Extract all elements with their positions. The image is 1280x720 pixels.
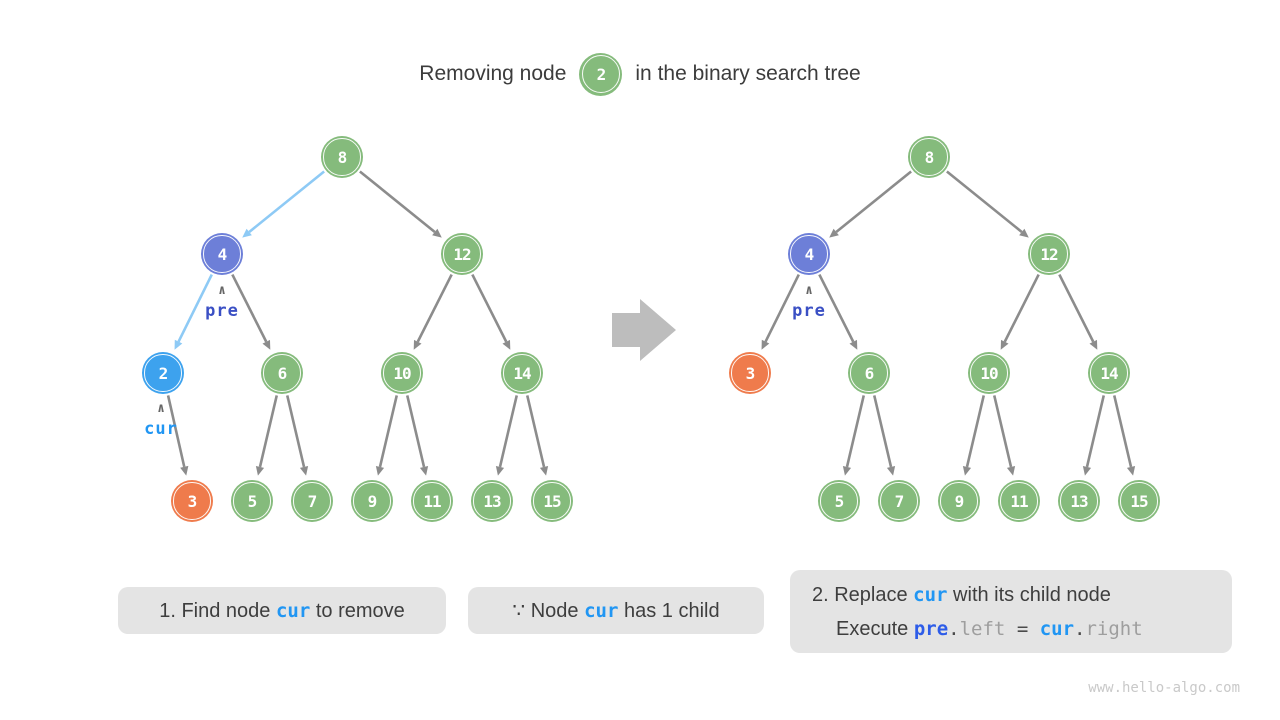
tree-before-edge-4-2: [177, 274, 213, 343]
arrowhead-icon: [1006, 465, 1016, 476]
tree-after-edge-8-12: [946, 170, 1023, 234]
caption-segment: pre: [913, 617, 949, 640]
caption-segment: .: [1074, 617, 1086, 640]
tree-before-edge-14-15: [525, 395, 546, 468]
caption-segment: Execute: [836, 617, 914, 640]
tree-before-edge-6-5: [258, 395, 279, 468]
caption-segment: cur: [1039, 617, 1075, 640]
tree-after-edge-6-7: [872, 395, 893, 468]
caption-3-line-2: Execute pre.left = cur.right: [836, 612, 1143, 646]
tree-after-edge-12-14: [1058, 273, 1095, 343]
title-node-badge: 2: [579, 52, 623, 96]
caption-box-2: ∵ Node cur has 1 child: [468, 587, 764, 634]
arrowhead-icon: [242, 228, 252, 238]
arrowhead-icon: [1019, 228, 1029, 238]
tree-after-edge-6-5: [845, 395, 866, 468]
caption-segment: cur: [913, 583, 948, 606]
tree-before-edge-2-3: [166, 395, 186, 468]
arrowhead-icon: [419, 465, 429, 476]
tree-before-edge-12-14: [471, 273, 508, 343]
caption-3-line-1: 2. Replace cur with its child node: [812, 578, 1111, 612]
arrowhead-icon: [255, 465, 265, 476]
tree-before-edge-8-4: [248, 170, 325, 234]
caption-segment: 2. Replace: [812, 583, 914, 606]
tree-before-edge-12-10: [416, 273, 453, 343]
caption-2-line-1: ∵ Node cur has 1 child: [512, 594, 719, 628]
tree-after-edge-4-3: [764, 274, 800, 343]
arrowhead-icon: [180, 465, 189, 476]
page-title: Removing node 2 in the binary search tre…: [0, 52, 1280, 96]
arrowhead-icon: [262, 339, 271, 350]
arrowhead-icon: [829, 228, 839, 238]
tree-before-edge-14-13: [498, 395, 519, 468]
caption-segment: to remove: [310, 599, 405, 622]
caption-segment: cur: [275, 599, 311, 622]
caption-segment: right: [1085, 617, 1143, 640]
arrowhead-icon: [299, 465, 309, 476]
watermark: www.hello-algo.com: [1088, 680, 1240, 696]
title-prefix: Removing node: [419, 62, 567, 85]
arrowhead-icon: [1126, 465, 1136, 476]
arrowhead-icon: [849, 339, 858, 350]
caption-box-1: 1. Find node cur to remove: [118, 587, 446, 634]
tree-after-edge-4-6: [818, 273, 855, 343]
tree-before-edge-4-6: [231, 273, 268, 343]
arrowhead-icon: [539, 465, 549, 476]
arrowhead-icon: [1082, 465, 1092, 476]
tree-before-edge-6-7: [285, 395, 306, 468]
arrowhead-icon: [432, 228, 442, 238]
arrowhead-icon: [495, 465, 505, 476]
title-suffix: in the binary search tree: [635, 62, 861, 85]
transition-arrow-icon: [612, 299, 676, 361]
tree-after-edge-12-10: [1003, 273, 1040, 343]
caption-segment: .: [948, 617, 960, 640]
arrowhead-icon: [1089, 339, 1098, 350]
caption-segment: cur: [584, 599, 619, 622]
arrowhead-icon: [413, 339, 422, 350]
arrowhead-icon: [886, 465, 896, 476]
tree-before-edge-8-12: [359, 170, 436, 234]
caption-1-line-1: 1. Find node cur to remove: [159, 594, 405, 628]
tree-after-edge-14-15: [1112, 395, 1133, 468]
arrowhead-icon: [502, 339, 511, 350]
caption-segment: with its child node: [947, 583, 1111, 606]
tree-after-edge-10-9: [965, 395, 986, 468]
tree-after-edge-8-4: [835, 170, 912, 234]
arrowhead-icon: [842, 465, 852, 476]
caption-segment: has 1 child: [618, 599, 720, 622]
tree-after-edge-10-11: [992, 395, 1013, 468]
arrowhead-icon: [761, 339, 770, 350]
arrowhead-icon: [962, 465, 972, 476]
caption-segment: ∵ Node: [512, 599, 585, 622]
tree-after-edge-14-13: [1085, 395, 1106, 468]
arrowhead-icon: [375, 465, 385, 476]
caption-segment: 1. Find node: [159, 599, 276, 622]
tree-before-edge-10-9: [378, 395, 399, 468]
arrowhead-icon: [1000, 339, 1009, 350]
caption-segment: =: [1005, 617, 1040, 640]
tree-before-edge-10-11: [405, 395, 426, 468]
caption-segment: left: [959, 617, 1006, 640]
arrowhead-icon: [174, 339, 183, 350]
